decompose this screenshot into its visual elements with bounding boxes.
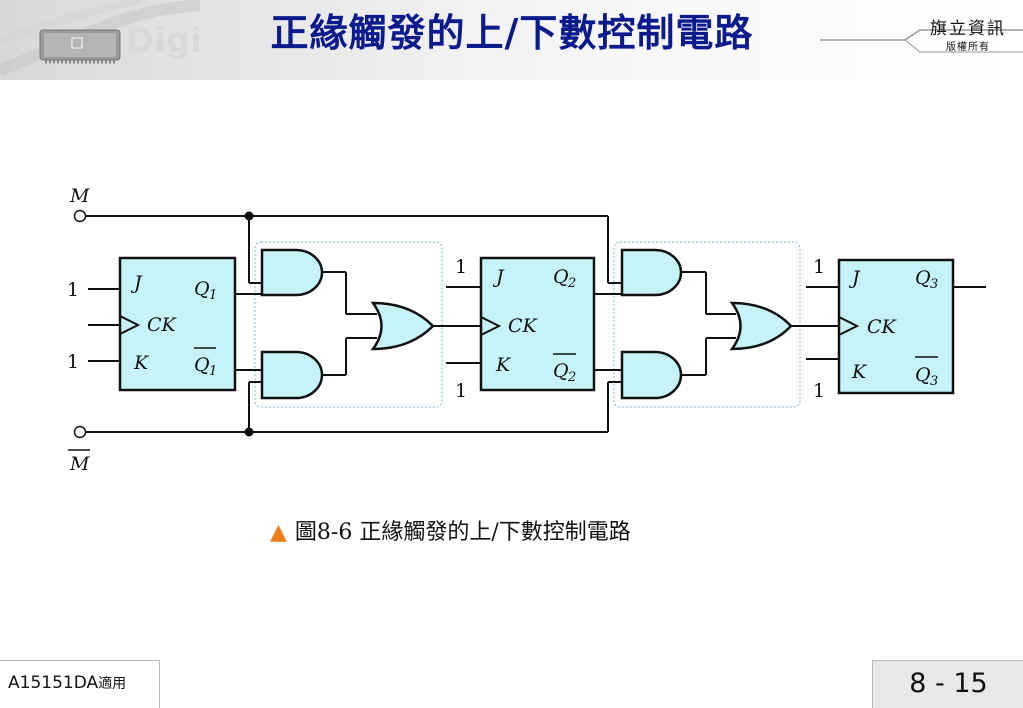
ff1-ck-label: CK <box>147 314 178 336</box>
and-gate-2-upper <box>620 248 683 297</box>
course-code: A15151DA <box>8 673 99 693</box>
header-watermark: Digi <box>126 21 202 61</box>
course-suffix: 適用 <box>98 676 127 692</box>
slide-title: 正緣觸發的上/下數控制電路 <box>270 10 754 55</box>
junction-dot <box>244 211 254 221</box>
ff1-q-label: Q <box>194 278 210 300</box>
header-background: Digi <box>0 0 1023 80</box>
m-bar-label: M <box>69 453 90 475</box>
ff3-k-level: 1 <box>813 380 825 402</box>
ff2-k-label: K <box>495 354 512 376</box>
ff3-q-label: Q <box>915 267 931 289</box>
jk-flip-flop-2: J CK K Q 2 Q 2 <box>479 256 596 392</box>
copyright-note: 版權所有 <box>946 42 990 53</box>
figure-caption: ▲ 圖8-6 正緣觸發的上/下數控制電路 <box>270 514 770 546</box>
jk-flip-flop-3: J CK K Q 3 Q 3 <box>837 258 955 395</box>
ff3-q-index: 3 <box>930 277 938 292</box>
ff2-qbar-index: 2 <box>567 370 576 385</box>
gate-group-box-1 <box>254 241 443 408</box>
ff2-q-label: Q <box>553 266 569 288</box>
ff3-qbar-index: 3 <box>930 374 938 389</box>
junction-dot <box>244 427 254 437</box>
caption-triangle-icon: ▲ <box>270 520 287 545</box>
footer-page-box: 8 - 15 <box>872 660 1023 708</box>
and-gate-1-lower <box>260 350 324 400</box>
ff1-j-level: 1 <box>67 279 79 301</box>
m-bar-input-terminal <box>73 425 87 439</box>
ff2-ck-label: CK <box>508 315 539 337</box>
ff1-qbar-index: 1 <box>209 364 217 379</box>
ff3-ck-label: CK <box>867 316 898 338</box>
ff3-j-label: J <box>848 267 861 289</box>
ff1-qbar-label: Q <box>194 354 210 376</box>
and-gate-1-upper <box>260 248 324 297</box>
chip-icon <box>39 29 121 64</box>
page-number: 8 - 15 <box>909 668 988 699</box>
jk-flip-flop-1: J CK K Q 1 Q 1 <box>118 256 237 392</box>
gate-group-box-2 <box>613 241 801 408</box>
ff3-j-level: 1 <box>813 256 825 278</box>
ff2-q-index: 2 <box>567 276 576 291</box>
ff3-k-label: K <box>851 361 868 383</box>
ff2-qbar-label: Q <box>553 360 569 382</box>
publisher-name: 旗立資訊 <box>930 19 1006 39</box>
and-gate-2-lower <box>620 350 683 400</box>
m-label: M <box>69 185 90 207</box>
ff2-j-level: 1 <box>455 256 467 278</box>
ff2-j-label: J <box>492 266 505 288</box>
caption-text: 圖8-6 正緣觸發的上/下數控制電路 <box>294 520 631 545</box>
ff1-k-label: K <box>133 352 150 374</box>
m-input-terminal <box>73 209 87 223</box>
ff1-j-label: J <box>130 272 143 294</box>
or-gate-1 <box>370 301 435 351</box>
footer-course-code: A15151DA適用 <box>8 673 126 693</box>
ff3-qbar-label: Q <box>915 364 931 386</box>
footer-course-box: A15151DA適用 <box>0 660 160 708</box>
or-gate-2 <box>729 301 793 351</box>
ff2-k-level: 1 <box>455 380 467 402</box>
ff1-q-index: 1 <box>209 288 217 303</box>
ff1-k-level: 1 <box>67 351 79 373</box>
